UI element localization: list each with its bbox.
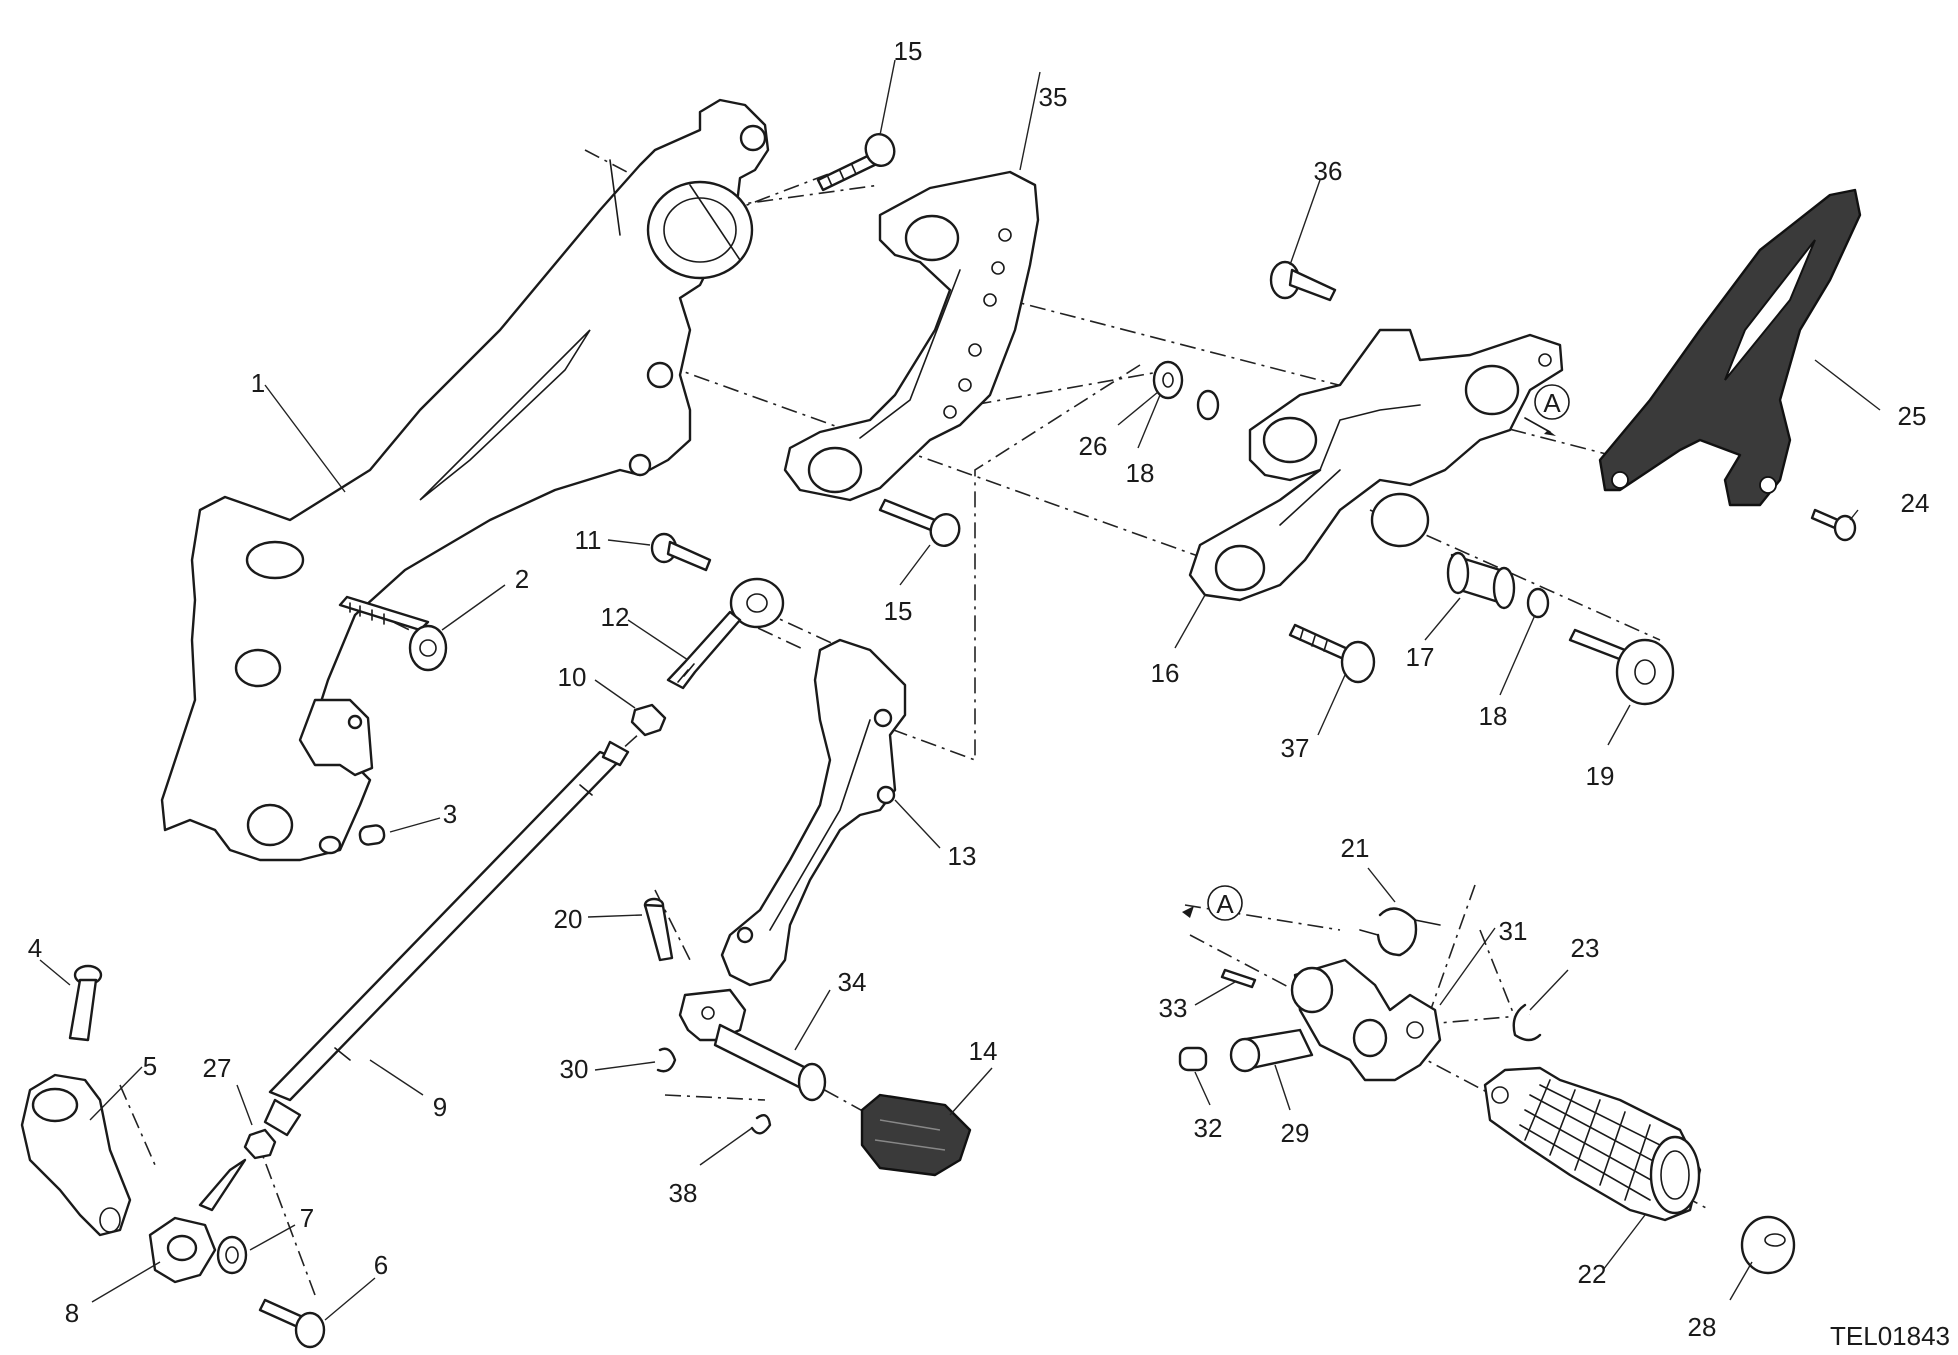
callout-6: 6: [374, 1250, 388, 1280]
o-ring-18-bottom: [1526, 587, 1550, 619]
circlip-23: [1512, 1003, 1542, 1042]
callout-36: 36: [1314, 156, 1343, 186]
sleeve-29: [1229, 1028, 1314, 1073]
callout-9: 9: [433, 1092, 447, 1122]
screw-24: [1810, 508, 1857, 542]
clip-30: [656, 1047, 677, 1073]
shift-pad-14: [860, 1093, 972, 1177]
callout-31: 31: [1499, 916, 1528, 946]
o-ring-18-top: [1196, 389, 1220, 421]
callout-32: 32: [1194, 1113, 1223, 1143]
callout-15-top: 15: [894, 36, 923, 66]
callout-15-bottom: 15: [884, 596, 913, 626]
callout-10: 10: [558, 662, 587, 692]
callout-17: 17: [1406, 642, 1435, 672]
bolt-36: [1269, 260, 1337, 302]
main-bracket: [160, 98, 770, 862]
callout-2: 2: [515, 564, 529, 594]
shift-rod-9: [263, 740, 630, 1137]
washer-7: [216, 1235, 248, 1275]
bolt-37: [1288, 623, 1376, 684]
callout-29: 29: [1281, 1118, 1310, 1148]
callout-18-bottom: 18: [1479, 701, 1508, 731]
bushing-17: [1446, 551, 1516, 610]
spring-21: [1359, 907, 1441, 957]
leader-lines: [39, 59, 1881, 1321]
callout-25: 25: [1898, 401, 1927, 431]
pin-20: [643, 897, 674, 962]
callout-3: 3: [443, 799, 457, 829]
callout-22: 22: [1578, 1259, 1607, 1289]
callout-30: 30: [560, 1054, 589, 1084]
svg-text:A: A: [1216, 889, 1234, 919]
callout-18-top: 18: [1126, 458, 1155, 488]
callout-7: 7: [300, 1203, 314, 1233]
bolt-2: [338, 595, 448, 672]
view-marker-top: A: [1524, 384, 1570, 436]
callout-34: 34: [838, 967, 867, 997]
pivot-body-31: [1290, 958, 1442, 1082]
callout-28: 28: [1688, 1312, 1717, 1342]
rod-end-8: [148, 1158, 247, 1284]
bolt-4: [68, 964, 103, 1042]
circlip-38: [750, 1114, 772, 1135]
callout-35: 35: [1039, 82, 1068, 112]
callout-labels: 1 2 3 4 5 6 7 8 9 10 11 12 13 14 15 15 1…: [28, 36, 1930, 1342]
callout-23: 23: [1571, 933, 1600, 963]
bolt-6: [258, 1298, 326, 1349]
callout-21: 21: [1341, 833, 1370, 863]
callout-8: 8: [65, 1298, 79, 1328]
callout-5: 5: [143, 1051, 157, 1081]
callout-33: 33: [1159, 993, 1188, 1023]
callout-12: 12: [601, 602, 630, 632]
view-marker-bottom: A: [1182, 885, 1243, 921]
callout-38: 38: [669, 1178, 698, 1208]
washer-26: [1152, 360, 1184, 400]
callout-1: 1: [251, 368, 265, 398]
plug-3: [358, 824, 386, 846]
pivot-bolt-19: [1568, 628, 1675, 706]
callout-24: 24: [1901, 488, 1930, 518]
callout-19: 19: [1586, 761, 1615, 791]
end-cap-28: [1740, 1215, 1796, 1275]
callout-11: 11: [575, 525, 602, 555]
svg-text:A: A: [1543, 388, 1561, 418]
footpeg-bracket-16: [1188, 328, 1564, 602]
callout-20: 20: [554, 904, 583, 934]
clamp-5: [20, 1073, 132, 1237]
footpeg-22: [1483, 1066, 1702, 1222]
lever-arm-34: [678, 988, 827, 1102]
callout-16: 16: [1151, 658, 1180, 688]
rod-end-12: [666, 577, 785, 690]
nut-27: [243, 1128, 277, 1160]
pin-33: [1220, 968, 1257, 989]
heel-plate-35: [783, 170, 1040, 502]
shift-lever-13: [720, 638, 907, 987]
diagram-code: TEL01843: [1830, 1321, 1950, 1351]
heel-guard-25: [1598, 188, 1862, 507]
callout-27: 27: [203, 1053, 232, 1083]
callout-4: 4: [28, 933, 42, 963]
bolt-11: [650, 532, 712, 572]
callout-14: 14: [969, 1036, 998, 1066]
bolt-15-bottom: [878, 498, 961, 547]
callout-13: 13: [948, 841, 977, 871]
nut-10: [630, 703, 667, 737]
spacer-32: [1178, 1046, 1208, 1072]
bolt-15-top: [816, 133, 896, 192]
callout-37: 37: [1281, 733, 1310, 763]
callout-26: 26: [1079, 431, 1108, 461]
